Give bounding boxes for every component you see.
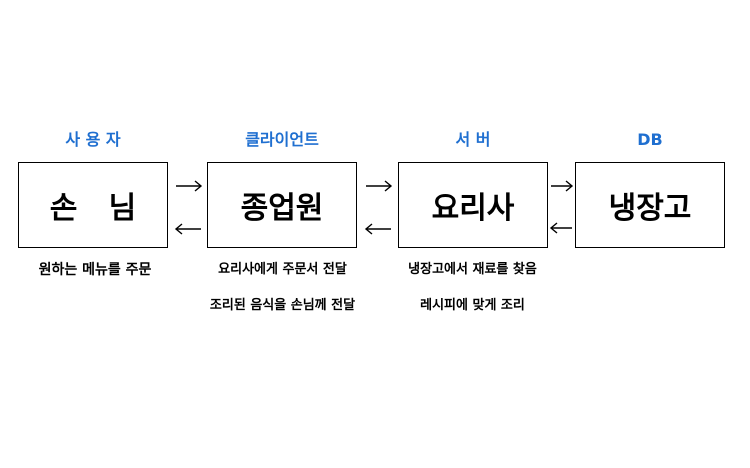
arrow-left-icon xyxy=(364,223,391,235)
box-chef-text: 요리사 xyxy=(431,191,515,226)
arrow-right-icon xyxy=(551,180,574,192)
box-customer: 손 님 xyxy=(18,162,168,248)
arrow-left-icon xyxy=(174,223,201,235)
box-waiter: 종업원 xyxy=(207,162,357,248)
label-user: 사 용 자 xyxy=(65,130,121,149)
caption-waiter-deliver-food: 조리된 음식을 손님께 전달 xyxy=(209,298,356,313)
arrow-left-icon xyxy=(549,222,572,234)
caption-chef-find-ingredients: 냉장고에서 재료를 찾음 xyxy=(408,262,537,277)
label-db: DB xyxy=(637,130,663,149)
caption-customer-order: 원하는 메뉴를 주문 xyxy=(38,262,152,278)
arrow-right-icon xyxy=(366,180,393,192)
box-waiter-text: 종업원 xyxy=(240,191,324,226)
box-customer-text: 손 님 xyxy=(49,191,137,226)
label-server: 서 버 xyxy=(455,130,491,149)
box-fridge-text: 냉장고 xyxy=(608,191,692,226)
caption-chef-cook: 레시피에 맞게 조리 xyxy=(420,298,525,313)
box-chef: 요리사 xyxy=(398,162,548,248)
box-fridge: 냉장고 xyxy=(575,162,725,248)
caption-waiter-deliver-order: 요리사에게 주문서 전달 xyxy=(218,262,347,277)
label-client: 클라이언트 xyxy=(245,130,319,149)
arrow-right-icon xyxy=(176,180,203,192)
